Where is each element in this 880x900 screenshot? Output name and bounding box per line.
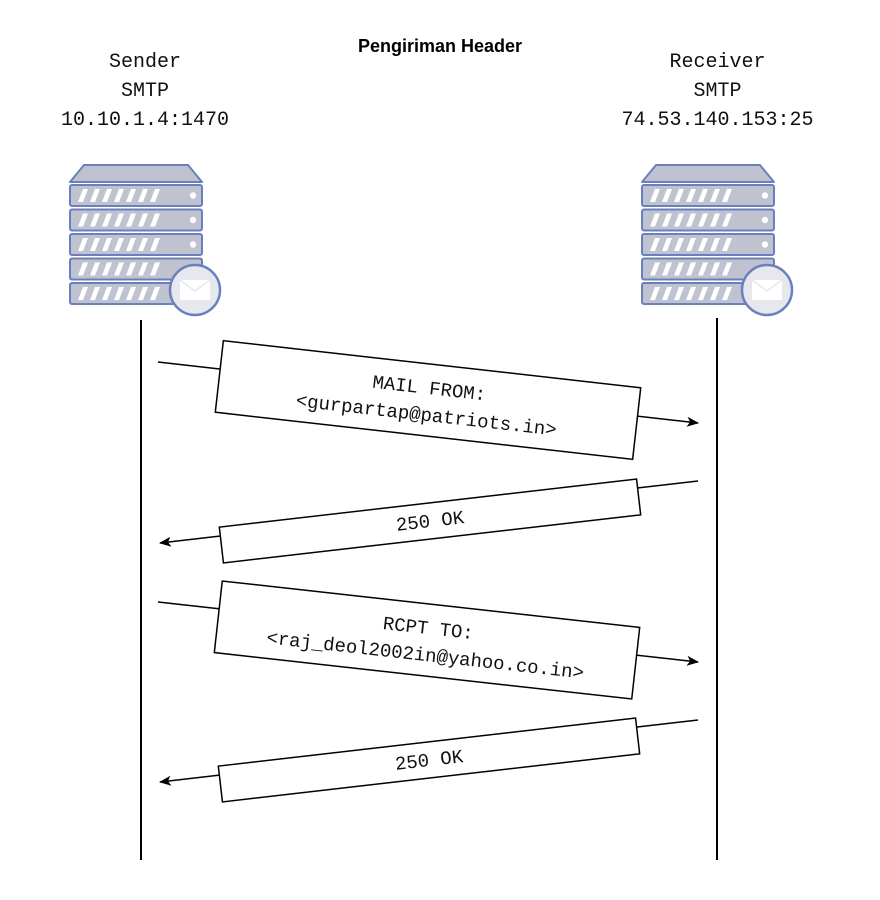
message-box bbox=[217, 717, 641, 803]
sender-mail-server-icon bbox=[69, 164, 222, 317]
sender-address: 10.10.1.4:1470 bbox=[60, 109, 230, 132]
receiver-protocol: SMTP bbox=[693, 80, 742, 103]
receiver-mail-server-icon bbox=[641, 164, 794, 317]
message-250-ok: 250 OK bbox=[159, 478, 699, 564]
message-box bbox=[213, 580, 641, 700]
message-rcpt-to: RCPT TO: <raj_deol2002in@yahoo.co.in> bbox=[157, 580, 699, 700]
sender-name: Sender bbox=[108, 51, 181, 74]
receiver-address: 74.53.140.153:25 bbox=[621, 109, 814, 132]
message-box bbox=[214, 339, 642, 461]
message-mail-from: MAIL FROM: <gurpartap@patriots.in> bbox=[157, 339, 699, 461]
sender-protocol: SMTP bbox=[120, 80, 169, 103]
message-250-ok: 250 OK bbox=[159, 717, 699, 803]
receiver-name: Receiver bbox=[669, 51, 766, 74]
diagram-title: Pengiriman Header bbox=[357, 36, 523, 56]
message-box bbox=[218, 478, 642, 564]
